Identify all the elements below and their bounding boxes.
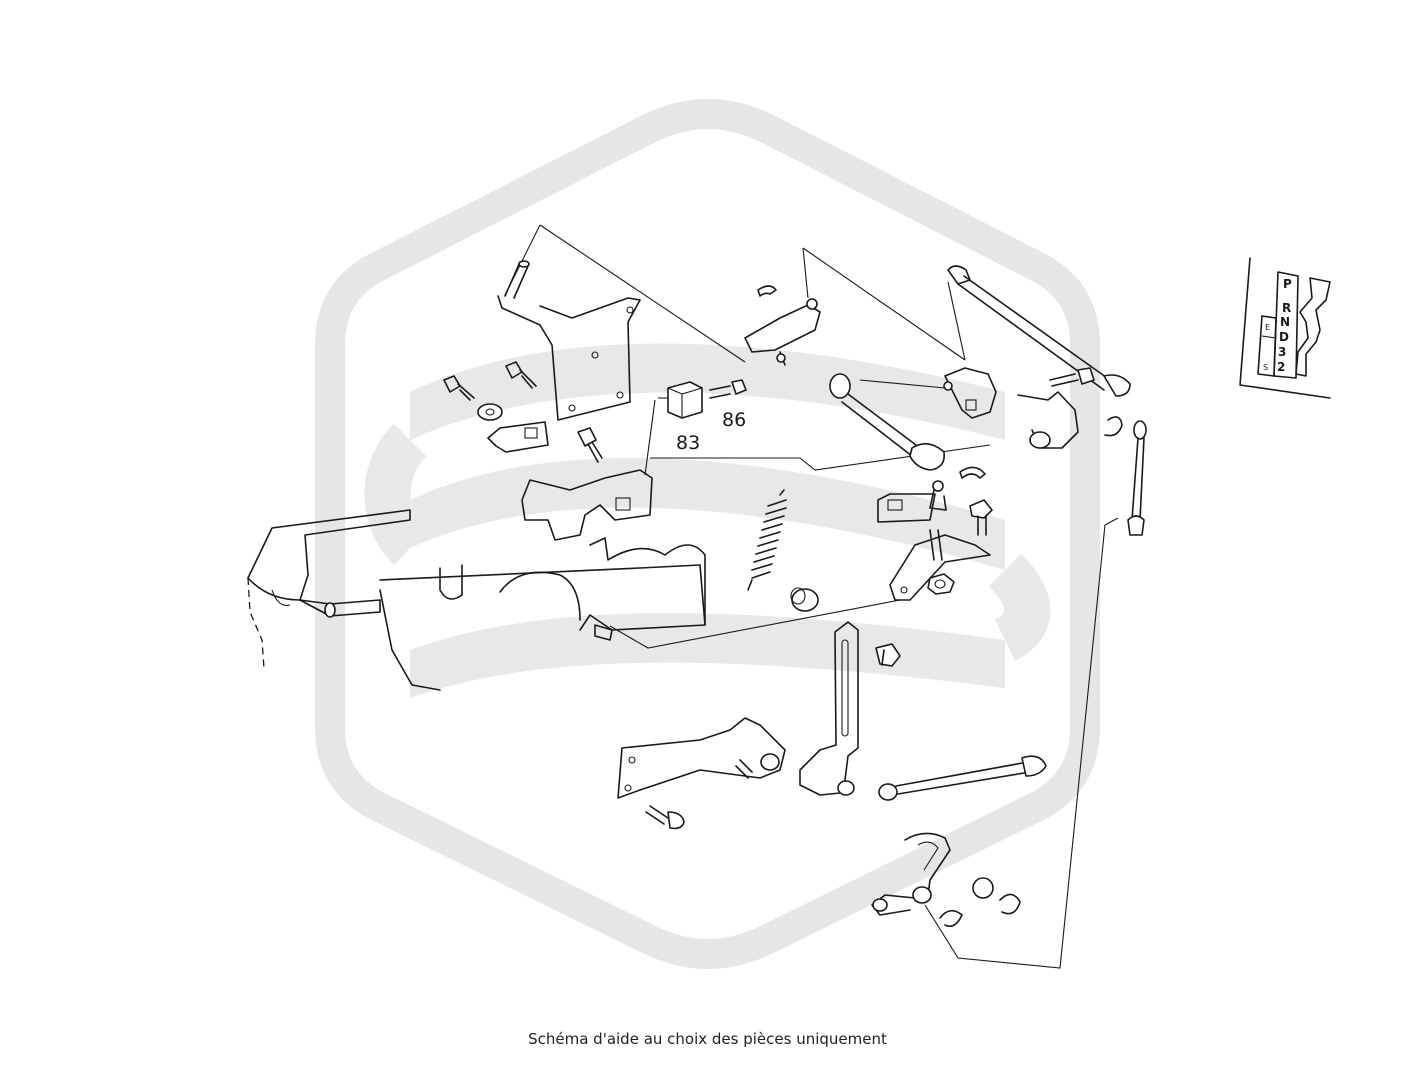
control-rod-vertical-right (1127, 420, 1147, 536)
pivot-pin (875, 643, 901, 667)
control-rod-center (829, 373, 946, 471)
shift-link-ball-joint (744, 285, 821, 366)
switch-assembly (658, 379, 747, 419)
gear-r: R (1282, 301, 1291, 315)
lower-switch-bracket (521, 469, 653, 541)
gear-selector-inset (1239, 257, 1331, 399)
bolt-set-left (443, 361, 603, 463)
watermark-logo (315, 99, 1100, 969)
gear-2: 2 (1277, 360, 1285, 374)
diagram-caption: Schéma d'aide au choix des pièces unique… (528, 1030, 887, 1048)
callout-86: 86 (722, 409, 746, 431)
right-selector-lever (1017, 367, 1123, 449)
lower-link-rod (878, 755, 1047, 801)
upper-mounting-bracket (497, 260, 641, 421)
assembly-guide-lines (504, 224, 1119, 969)
callout-83: 83 (676, 432, 700, 454)
vertical-slotted-lever (799, 621, 859, 796)
lower-pedal-lever (871, 832, 1021, 928)
right-bracket-cluster (877, 367, 997, 601)
gear-3: 3 (1278, 345, 1286, 359)
rubber-bushing (790, 587, 819, 612)
gear-d: D (1279, 330, 1289, 344)
return-spring (747, 489, 787, 591)
control-rod-upper-right (947, 265, 1131, 397)
mode-s: S (1263, 363, 1268, 372)
gear-n: N (1280, 315, 1290, 329)
lower-bracket-arm (617, 717, 786, 830)
steering-column-housing (247, 509, 706, 691)
mode-e: E (1265, 323, 1270, 332)
gear-p: P (1283, 277, 1292, 291)
